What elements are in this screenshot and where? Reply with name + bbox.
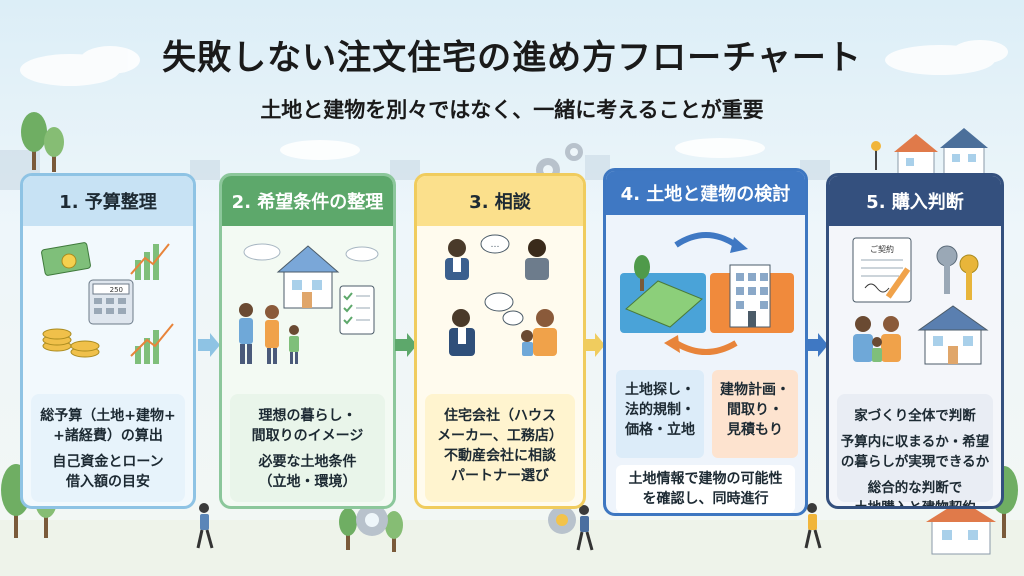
contract-heading: ご契約: [870, 244, 894, 254]
step-heading: 1. 予算整理: [23, 176, 193, 226]
page-title: 失敗しない注文住宅の進め方フローチャート: [162, 38, 862, 78]
desc-line: 総合的な判断で: [867, 480, 963, 496]
step-heading: 5. 購入判断: [829, 176, 1001, 226]
building-line: 見積もり: [727, 422, 783, 438]
building-line: 間取り・: [727, 402, 783, 418]
step-description: 総予算（土地+建物+ +諸経費）の算出 自己資金とローン 借入額の目安: [31, 394, 185, 502]
desc-line: の暮らしが実現できるか: [840, 454, 990, 470]
desc-line: 理想の暮らし・: [258, 408, 357, 424]
desc-line: 必要な土地条件: [258, 454, 357, 470]
step-heading: 2. 希望条件の整理: [222, 176, 393, 226]
land-line: 法的規制・: [625, 402, 695, 418]
contract-keys-illustration: ご契約: [852, 237, 989, 365]
desc-line: 不動産会社に相談: [444, 448, 556, 464]
flow-arrow-icon: [395, 333, 417, 357]
desc-line: メーカー、工務店）: [437, 428, 563, 444]
building-line: 建物計画・: [720, 382, 790, 398]
flow-arrow-icon: [198, 333, 220, 357]
parallel-process-note: 土地情報で建物の可能性 を確認し、同時進行: [616, 465, 795, 513]
step-card-land-building: 4. 土地と建物の検討 土地探し・ 法的規制・ 価格・立地 建物計画・ 間取り・…: [603, 168, 808, 516]
money-calculator-illustration: 250: [41, 242, 174, 364]
desc-line: 借入額の目安: [66, 474, 150, 490]
desc-line: 予算内に収まるか・希望: [840, 434, 990, 450]
note-line: 土地情報で建物の可能性: [628, 471, 783, 487]
svg-text:…: …: [491, 240, 500, 250]
step-description: 理想の暮らし・ 間取りのイメージ 必要な土地条件 （立地・環境）: [230, 394, 385, 502]
desc-line: 住宅会社（ハウス: [444, 408, 556, 424]
desc-line: +諸経費）の算出: [53, 428, 163, 444]
desc-line: パートナー選び: [451, 468, 549, 484]
building-tasks-box: 建物計画・ 間取り・ 見積もり: [712, 370, 798, 458]
step-card-budget: 1. 予算整理 250: [20, 173, 196, 509]
desc-line: （立地・環境）: [258, 474, 357, 490]
flow-arrow-icon: [806, 333, 828, 357]
page-subtitle: 土地と建物を別々ではなく、一緒に考えることが重要: [260, 98, 764, 122]
step-description: 家づくり全体で判断 予算内に収まるか・希望 の暮らしが実現できるか 総合的な判断…: [837, 394, 993, 506]
step-card-purchase-decision: 5. 購入判断 ご契約: [826, 173, 1004, 509]
step-card-consultation: 3. 相談 …: [414, 173, 586, 509]
desc-line: 間取りのイメージ: [251, 428, 364, 444]
step-card-requirements: 2. 希望条件の整理: [219, 173, 396, 509]
desc-line: 総予算（土地+建物+: [40, 408, 176, 424]
desc-line: 家づくり全体で判断: [854, 408, 976, 424]
note-line: を確認し、同時進行: [642, 491, 769, 507]
desc-line: 土地購入と建物契約: [854, 500, 976, 509]
family-house-illustration: [239, 243, 379, 364]
step-heading: 4. 土地と建物の検討: [606, 171, 805, 215]
land-line: 土地探し・: [625, 382, 695, 398]
land-tasks-box: 土地探し・ 法的規制・ 価格・立地: [616, 370, 704, 458]
flow-arrow-icon: [583, 333, 605, 357]
land-line: 価格・立地: [625, 422, 695, 438]
desc-line: 自己資金とローン: [52, 454, 164, 470]
land-building-puzzle-illustration: [620, 232, 794, 355]
calculator-display: 250: [110, 286, 123, 294]
step-heading: 3. 相談: [417, 176, 583, 226]
step-description: 住宅会社（ハウス メーカー、工務店） 不動産会社に相談 パートナー選び: [425, 394, 575, 502]
consultation-illustration: …: [445, 234, 557, 356]
